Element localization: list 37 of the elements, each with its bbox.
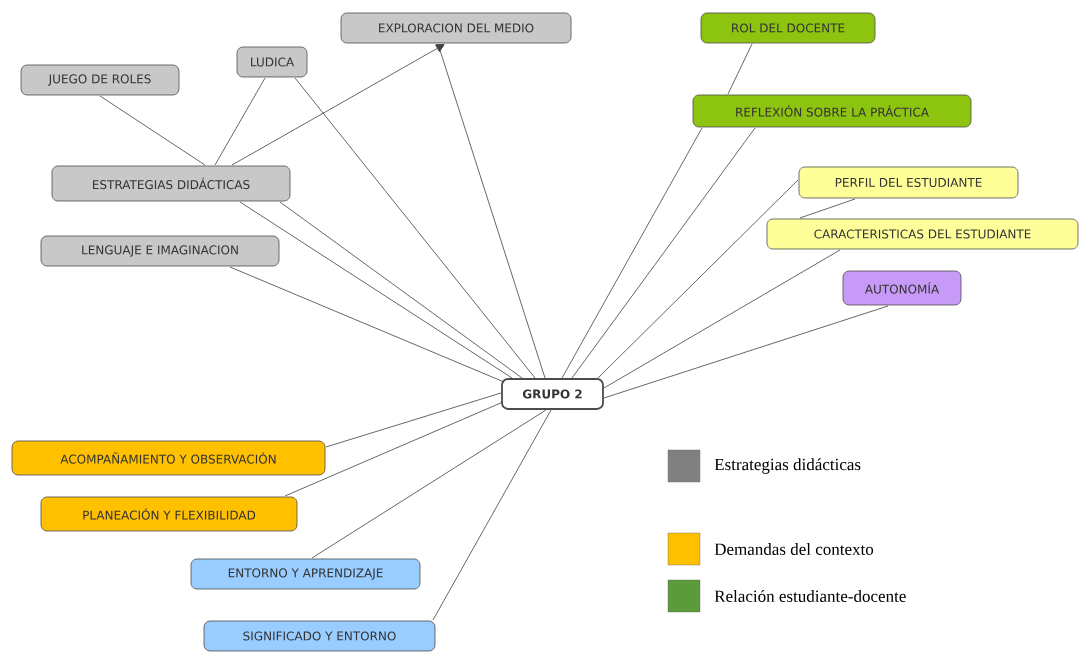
- concept-box: REFLEXIÓN SOBRE LA PRÁCTICA: [692, 94, 972, 128]
- legend-label: Relación estudiante-docente: [714, 590, 906, 602]
- concept-box: LENGUAJE E IMAGINACION: [40, 235, 280, 267]
- concept-box: SIGNIFICADO Y ENTORNO: [203, 620, 436, 652]
- connector-line: [311, 409, 547, 559]
- concept-box: PERFIL DEL ESTUDIANTE: [798, 166, 1019, 199]
- connector-line: [294, 77, 536, 379]
- connector-line: [603, 305, 889, 399]
- concept-box: ESTRATEGIAS DIDÁCTICAS: [51, 165, 291, 202]
- connector-line: [214, 77, 266, 166]
- connector-line: [432, 409, 552, 621]
- connector-line: [799, 198, 856, 219]
- connector-line: [99, 95, 206, 166]
- legend-label: Demandas del contexto: [714, 543, 874, 555]
- connector-line: [231, 44, 445, 166]
- connector-line: [597, 179, 799, 379]
- concept-box: CARACTERISTICAS DEL ESTUDIANTE: [766, 218, 1079, 250]
- concept-box: ENTORNO Y APRENDIZAJE: [190, 558, 421, 590]
- concept-box: AUTONOMÍA: [842, 270, 962, 306]
- concept-box: JUEGO DE ROLES: [20, 64, 180, 96]
- connector-line: [279, 201, 523, 379]
- concept-box: LUDICA: [236, 46, 308, 78]
- connector-line: [603, 249, 841, 389]
- concept-box: EXPLORACION DEL MEDIO: [340, 12, 572, 44]
- concept-box: ACOMPAÑAMIENTO Y OBSERVACIÓN: [11, 440, 326, 476]
- connector-line: [437, 43, 546, 379]
- connector-line: [284, 401, 504, 497]
- connector-line: [325, 392, 502, 448]
- connector-line: [727, 43, 753, 95]
- legend-label: Estrategias didácticas: [714, 458, 861, 474]
- concept-box: ROL DEL DOCENTE: [700, 12, 876, 44]
- connector-line: [229, 266, 505, 383]
- center-node-box: GRUPO 2: [501, 378, 604, 410]
- concept-box: PLANEACIÓN Y FLEXIBILIDAD: [40, 496, 298, 532]
- connector-line: [561, 127, 703, 379]
- connector-line: [571, 127, 756, 379]
- connector-line: [239, 201, 513, 379]
